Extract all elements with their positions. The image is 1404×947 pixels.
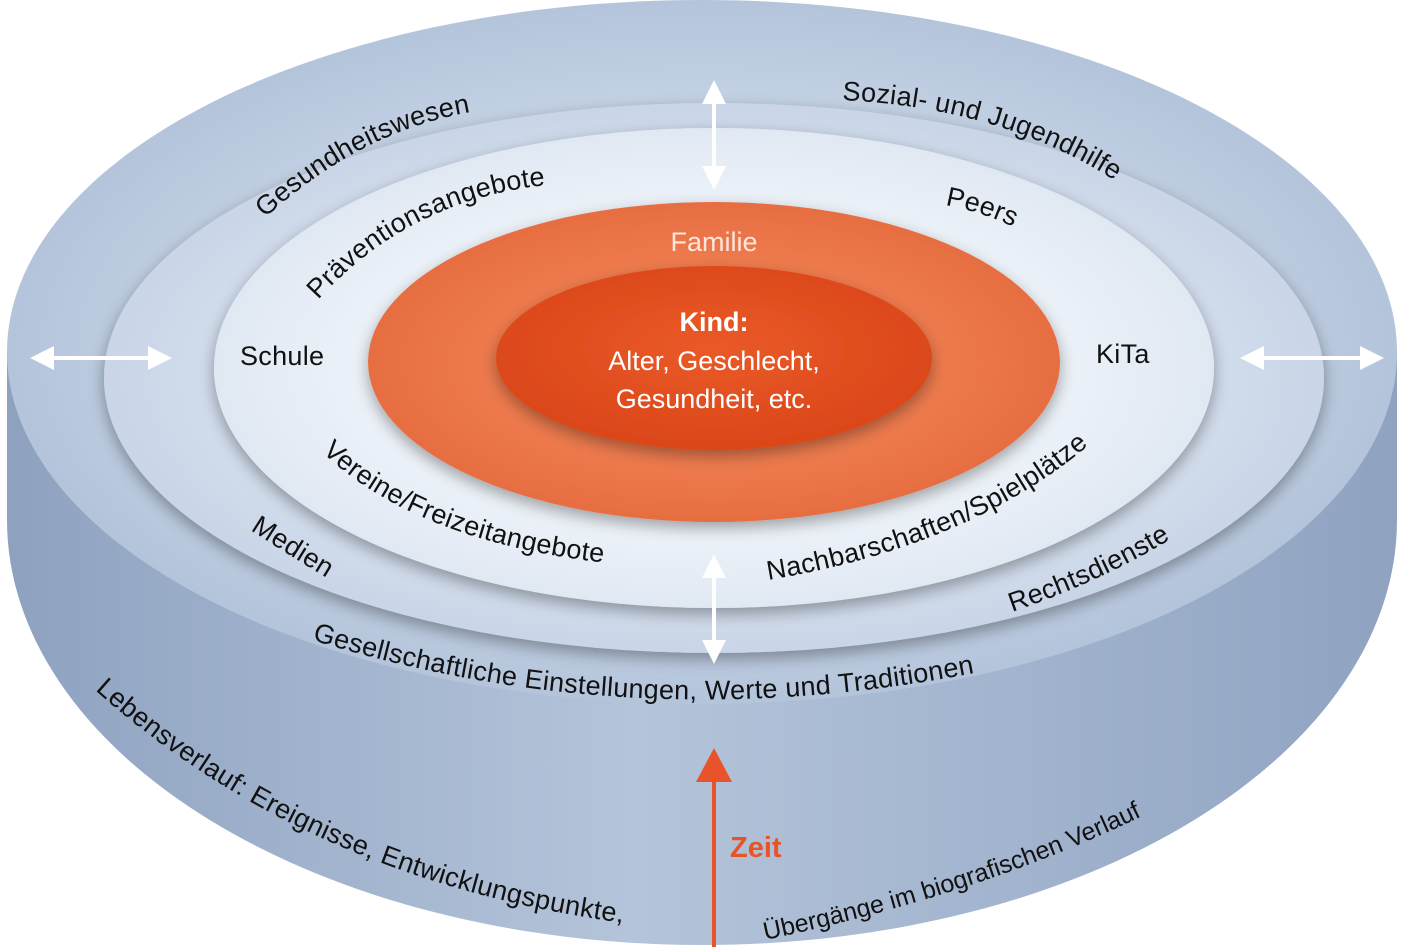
label-kita: KiTa <box>1096 339 1150 369</box>
time-arrow <box>696 748 732 947</box>
child-line-1: Alter, Geschlecht, <box>608 346 820 376</box>
child-circle <box>496 266 932 450</box>
child-title: Kind: <box>680 307 749 337</box>
family-label: Familie <box>670 227 757 257</box>
child-line-2: Gesundheit, etc. <box>616 384 813 414</box>
label-schule: Schule <box>240 341 324 371</box>
time-label: Zeit <box>730 832 782 864</box>
